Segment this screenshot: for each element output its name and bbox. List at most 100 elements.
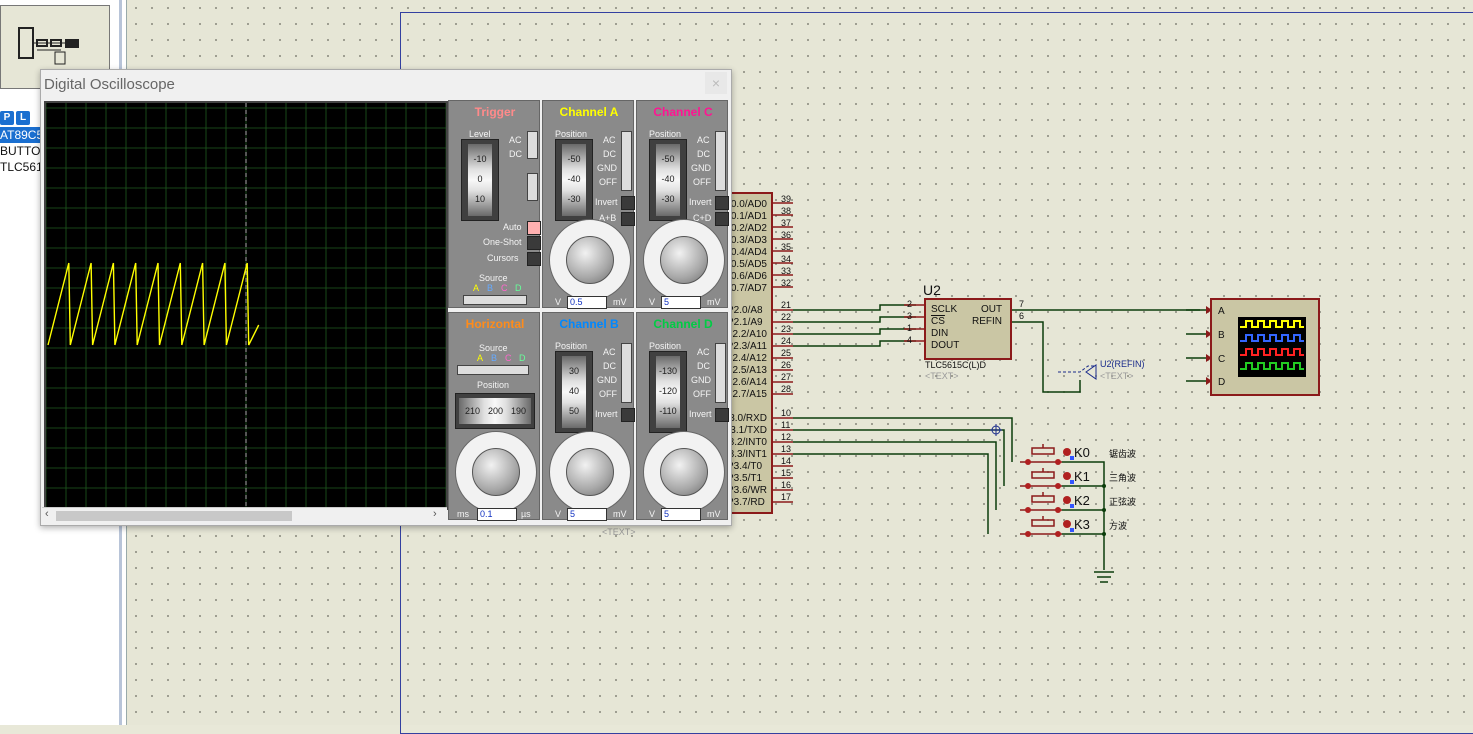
u1-pin-num: 24 [781, 336, 792, 346]
drum-value: -130 [658, 366, 677, 376]
coupling-switch[interactable] [621, 343, 632, 403]
device-item[interactable]: BUTTOI [0, 144, 44, 158]
volts-value[interactable]: 5 [661, 508, 701, 521]
unit-left: ms [457, 509, 469, 519]
combine-button[interactable] [715, 212, 729, 226]
volts-knob[interactable] [660, 236, 708, 284]
coupling-ac: AC [697, 347, 710, 357]
unit-right: mV [707, 509, 721, 519]
trigger-source-slider[interactable] [463, 295, 527, 305]
u1-pin-label: P0.1/AD1 [727, 211, 767, 222]
refin-terminal-label[interactable]: U2(REFIN) [1100, 359, 1145, 369]
pick-devices-button[interactable]: P [0, 111, 14, 125]
u1-pin-label: P3.4/T0 [727, 461, 763, 472]
u2-pin-num: 1 [907, 323, 913, 333]
coupling-switch[interactable] [715, 131, 726, 191]
drum-value: 0 [477, 174, 483, 184]
invert-button[interactable] [715, 196, 729, 210]
mode-auto: Auto [503, 222, 522, 232]
coupling-switch[interactable] [527, 131, 538, 159]
volts-value[interactable]: 5 [661, 296, 701, 309]
drum-value: -50 [567, 154, 581, 164]
cursors-button[interactable] [527, 252, 541, 266]
volts-value[interactable]: 0.5 [567, 296, 607, 309]
drum-value: 40 [568, 386, 579, 396]
coupling-dc: DC [603, 361, 616, 371]
coupling-off: OFF [599, 177, 617, 187]
scroll-left-icon[interactable]: ‹ [45, 508, 49, 520]
scope-input-d: D [1218, 377, 1226, 388]
u1-pin-num: 21 [781, 300, 792, 310]
volts-knob[interactable] [566, 236, 614, 284]
source-a: A [477, 353, 484, 363]
coupling-switch[interactable] [715, 343, 726, 403]
unit-left: V [555, 509, 562, 519]
u1-pin-num: 26 [781, 360, 792, 370]
combine-button[interactable] [621, 212, 635, 226]
auto-button[interactable] [527, 221, 541, 235]
u1-pin-label: P2.2/A10 [727, 329, 767, 340]
u1-pin-num: 11 [781, 420, 791, 430]
u2-text-tag: <TEXT> [925, 371, 959, 381]
coupling-ac: AC [603, 347, 616, 357]
horizontal-title: Horizontal [465, 317, 525, 331]
u1-pin-label: P2.6/A14 [727, 377, 767, 388]
device-item[interactable]: TLC5615 [0, 160, 50, 174]
close-button[interactable]: × [705, 72, 727, 94]
invert-button[interactable] [621, 408, 635, 422]
horizontal-scrollbar[interactable]: ‹ › [42, 507, 447, 524]
unit-left: V [555, 297, 562, 307]
horizontal-source-slider[interactable] [457, 365, 529, 375]
u2-pin-num: 3 [907, 311, 913, 321]
device-item[interactable]: AT89C5 [0, 127, 44, 143]
u1-pin-num: 14 [781, 456, 792, 466]
position-drum[interactable]: -50-40-30 [649, 139, 687, 221]
oscilloscope-symbol[interactable]: A B C D [1210, 298, 1320, 396]
channel-d-title: Channel D [653, 317, 713, 331]
coupling-off: OFF [693, 177, 711, 187]
coupling-off: OFF [693, 389, 711, 399]
oscilloscope-window[interactable]: Digital Oscilloscope × ‹ › Trigger Level… [40, 69, 732, 526]
edge-switch[interactable] [527, 173, 538, 201]
coupling-gnd: GND [691, 375, 711, 385]
one-shot-button[interactable] [527, 236, 541, 250]
position-label: Position [649, 341, 682, 351]
channel-c-panel: Channel C Position -50-40-30 AC DC GND O… [636, 100, 729, 309]
volts-value[interactable]: 5 [567, 508, 607, 521]
coupling-gnd: GND [691, 163, 711, 173]
position-drum[interactable]: 210 200 190 [455, 393, 535, 429]
scrollbar-thumb[interactable] [56, 511, 292, 521]
time-value[interactable]: 0.1 [477, 508, 517, 521]
library-button[interactable]: L [16, 111, 30, 125]
u1-pin-label: P0.4/AD4 [727, 247, 767, 258]
trigger-title: Trigger [474, 105, 516, 119]
source-label: Source [479, 343, 508, 353]
drum-value: -30 [567, 194, 581, 204]
u1-microcontroller[interactable] [725, 192, 773, 514]
u1-pin-num: 35 [781, 242, 792, 252]
preview-icon [18, 27, 79, 65]
volts-knob[interactable] [566, 448, 614, 496]
time-knob[interactable] [472, 448, 520, 496]
scope-display[interactable] [44, 101, 448, 510]
scroll-right-icon[interactable]: › [433, 508, 437, 520]
invert-button[interactable] [621, 196, 635, 210]
u2-pin-din: DIN [931, 328, 949, 339]
scope-input-c: C [1218, 354, 1226, 365]
unit-right: mV [613, 509, 627, 519]
position-label: Position [477, 380, 510, 390]
u1-pin-num: 33 [781, 266, 792, 276]
position-drum[interactable]: -50-40-30 [555, 139, 593, 221]
invert-button[interactable] [715, 408, 729, 422]
drum-value: -10 [473, 154, 487, 164]
volts-knob[interactable] [660, 448, 708, 496]
u1-pin-num: 28 [781, 384, 792, 394]
position-drum[interactable]: -130-120-110 [649, 351, 687, 433]
u2-dac-chip[interactable]: SCLK CS DIN DOUT OUT REFIN [924, 298, 1012, 360]
coupling-switch[interactable] [621, 131, 632, 191]
u1-pin-label: P3.3/INT1 [727, 449, 767, 460]
drum-value: 50 [568, 406, 579, 416]
